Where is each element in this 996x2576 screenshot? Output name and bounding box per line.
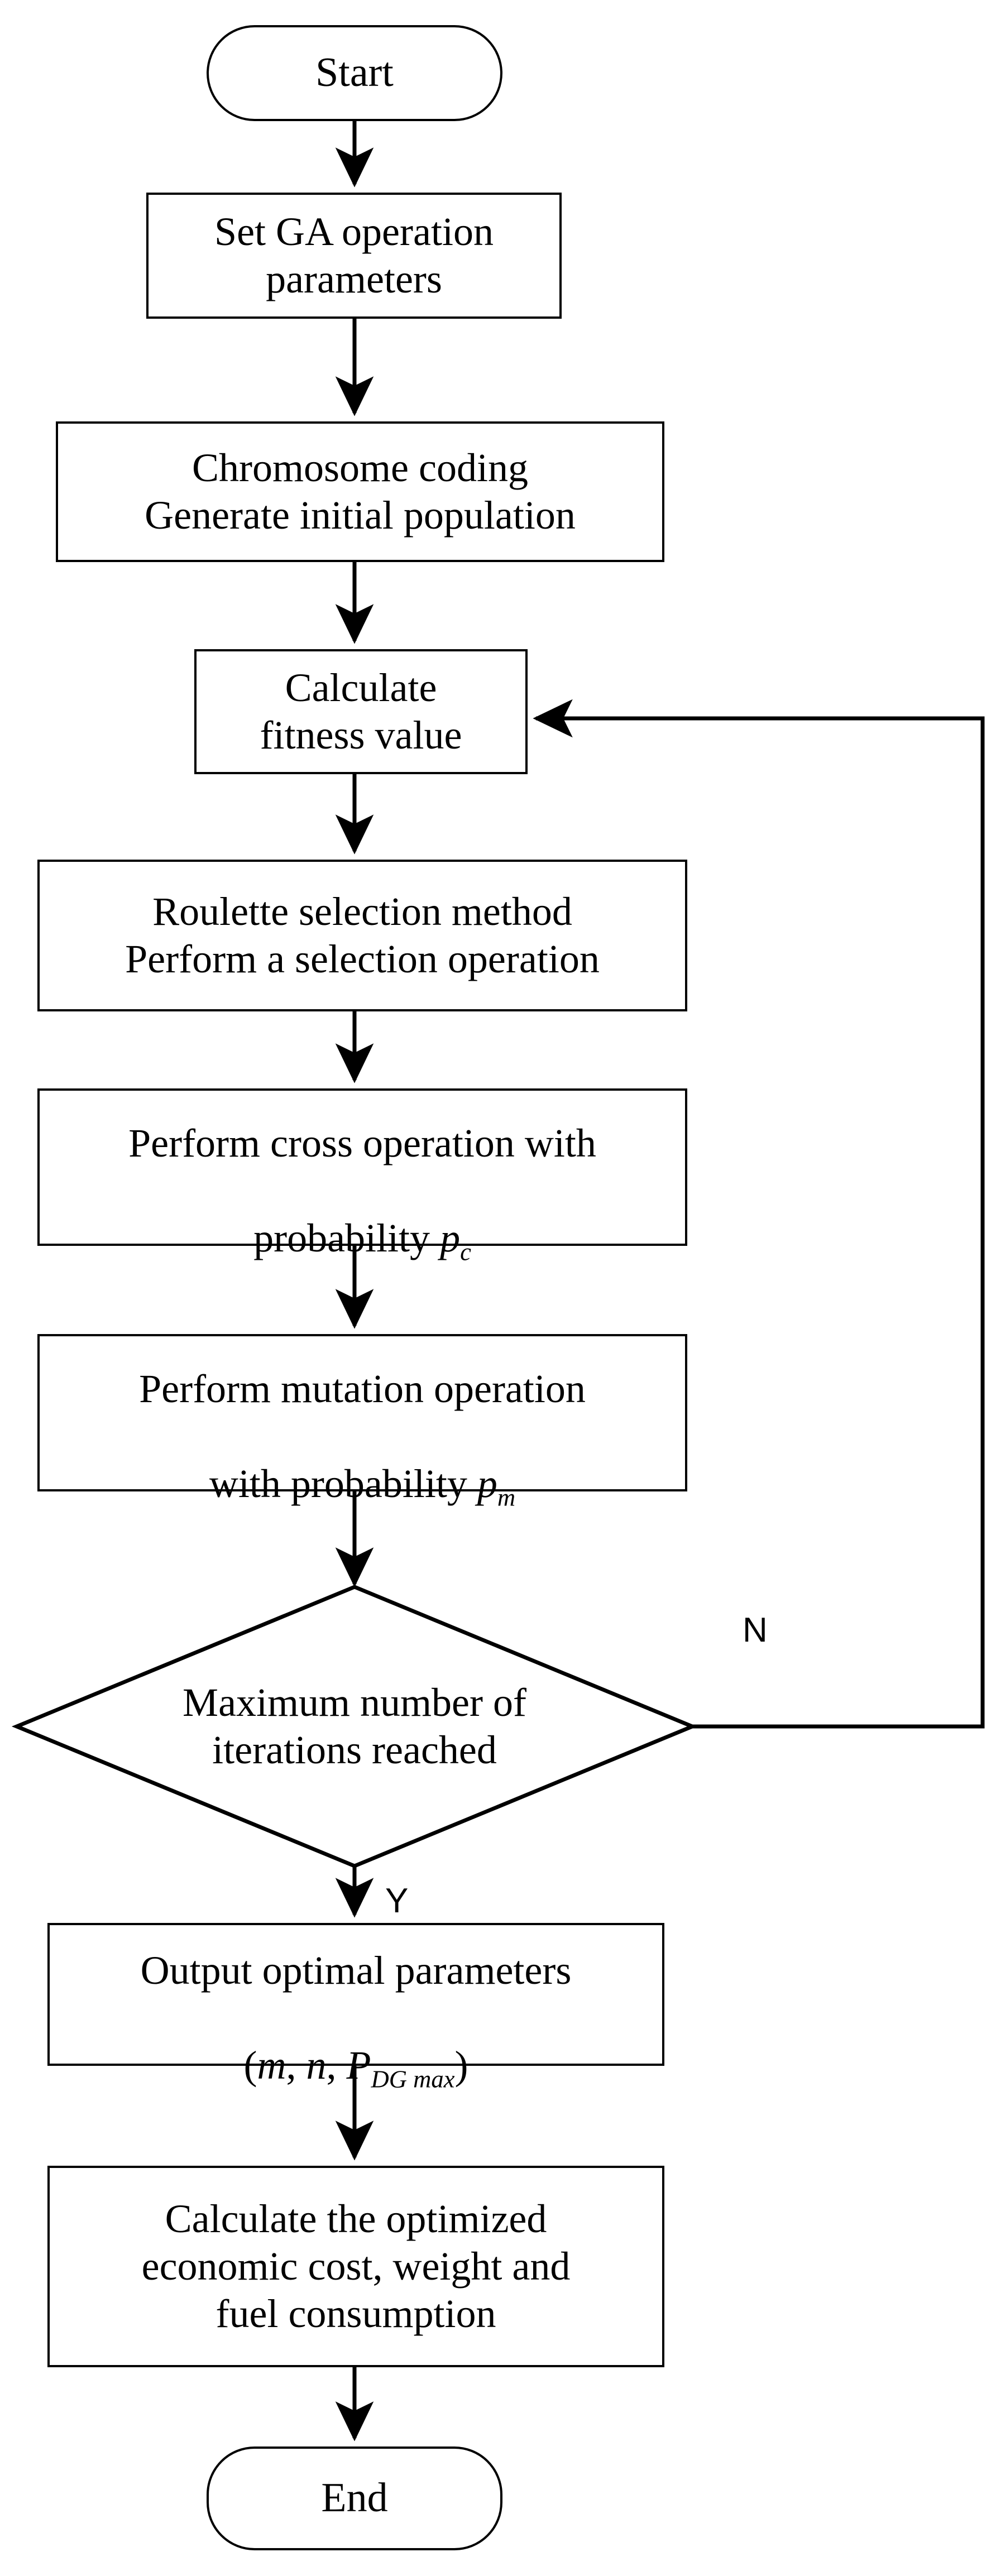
node-calculate-optimized-results-label: Calculate the optimized economic cost, w… xyxy=(141,2196,571,2336)
node-cross-operation-label: Perform cross operation with probability… xyxy=(40,1072,685,1266)
node-calculate-fitness-value[interactable]: Calculate fitness value xyxy=(194,649,528,774)
node-mutation-operation-label: Perform mutation operation with probabil… xyxy=(40,1318,685,1512)
node-set-ga-operation-parameters-label: Set GA operation parameters xyxy=(214,209,494,301)
node-start-label: Start xyxy=(315,50,394,96)
node-cross-operation-symbol: p xyxy=(440,1215,461,1260)
node-mutation-operation-line2-prefix: with probability xyxy=(209,1461,477,1506)
node-output-var-m: m xyxy=(257,2042,286,2088)
branch-label-yes: Y xyxy=(385,1884,408,1918)
node-cross-operation[interactable]: Perform cross operation with probability… xyxy=(37,1088,687,1264)
node-cross-operation-line2-prefix: probability xyxy=(253,1215,440,1260)
node-max-iterations-reached[interactable]: Maximum number of iterations reached xyxy=(87,1651,622,1802)
node-output-open-paren: ( xyxy=(243,2042,257,2088)
node-mutation-operation[interactable]: Perform mutation operation with probabil… xyxy=(37,1334,687,1510)
edge-decision-no-feedback xyxy=(533,699,985,1729)
node-roulette-selection[interactable]: Roulette selection method Perform a sele… xyxy=(37,860,687,1011)
branch-label-no: N xyxy=(743,1613,768,1648)
node-output-sep-1: , xyxy=(286,2042,307,2088)
node-output-var-n: n xyxy=(306,2042,327,2088)
node-mutation-operation-line1: Perform mutation operation xyxy=(139,1366,586,1412)
node-set-ga-operation-parameters[interactable]: Set GA operation parameters xyxy=(146,193,562,319)
node-output-close-paren: ) xyxy=(454,2042,468,2088)
node-output-var-p: P xyxy=(346,2042,371,2088)
node-mutation-operation-subscript: m xyxy=(497,1483,516,1512)
node-end[interactable]: End xyxy=(207,2447,502,2550)
branch-label-no-text: N xyxy=(743,1611,768,1649)
node-calculate-fitness-value-label: Calculate fitness value xyxy=(260,665,462,757)
branch-label-yes-text: Y xyxy=(385,1882,409,1920)
node-output-optimal-parameters[interactable]: Output optimal parameters (m, n, PDG max… xyxy=(47,1923,664,2091)
node-max-iterations-reached-label: Maximum number of iterations reached xyxy=(183,1680,526,1772)
node-mutation-operation-symbol: p xyxy=(477,1461,497,1506)
node-output-sep-2: , xyxy=(326,2042,347,2088)
node-start[interactable]: Start xyxy=(207,25,502,121)
node-cross-operation-subscript: c xyxy=(460,1237,471,1266)
node-end-label: End xyxy=(321,2475,388,2521)
node-chromosome-coding-label: Chromosome coding Generate initial popul… xyxy=(145,445,576,538)
node-cross-operation-line1: Perform cross operation with xyxy=(128,1121,596,1166)
node-output-optimal-parameters-line1: Output optimal parameters xyxy=(140,1948,572,1993)
node-output-var-p-subscript: DG max xyxy=(371,2065,455,2093)
node-roulette-selection-label: Roulette selection method Perform a sele… xyxy=(125,889,600,981)
node-output-optimal-parameters-label: Output optimal parameters (m, n, PDG max… xyxy=(50,1899,662,2091)
node-chromosome-coding[interactable]: Chromosome coding Generate initial popul… xyxy=(56,421,664,562)
node-calculate-optimized-results[interactable]: Calculate the optimized economic cost, w… xyxy=(47,2166,664,2367)
